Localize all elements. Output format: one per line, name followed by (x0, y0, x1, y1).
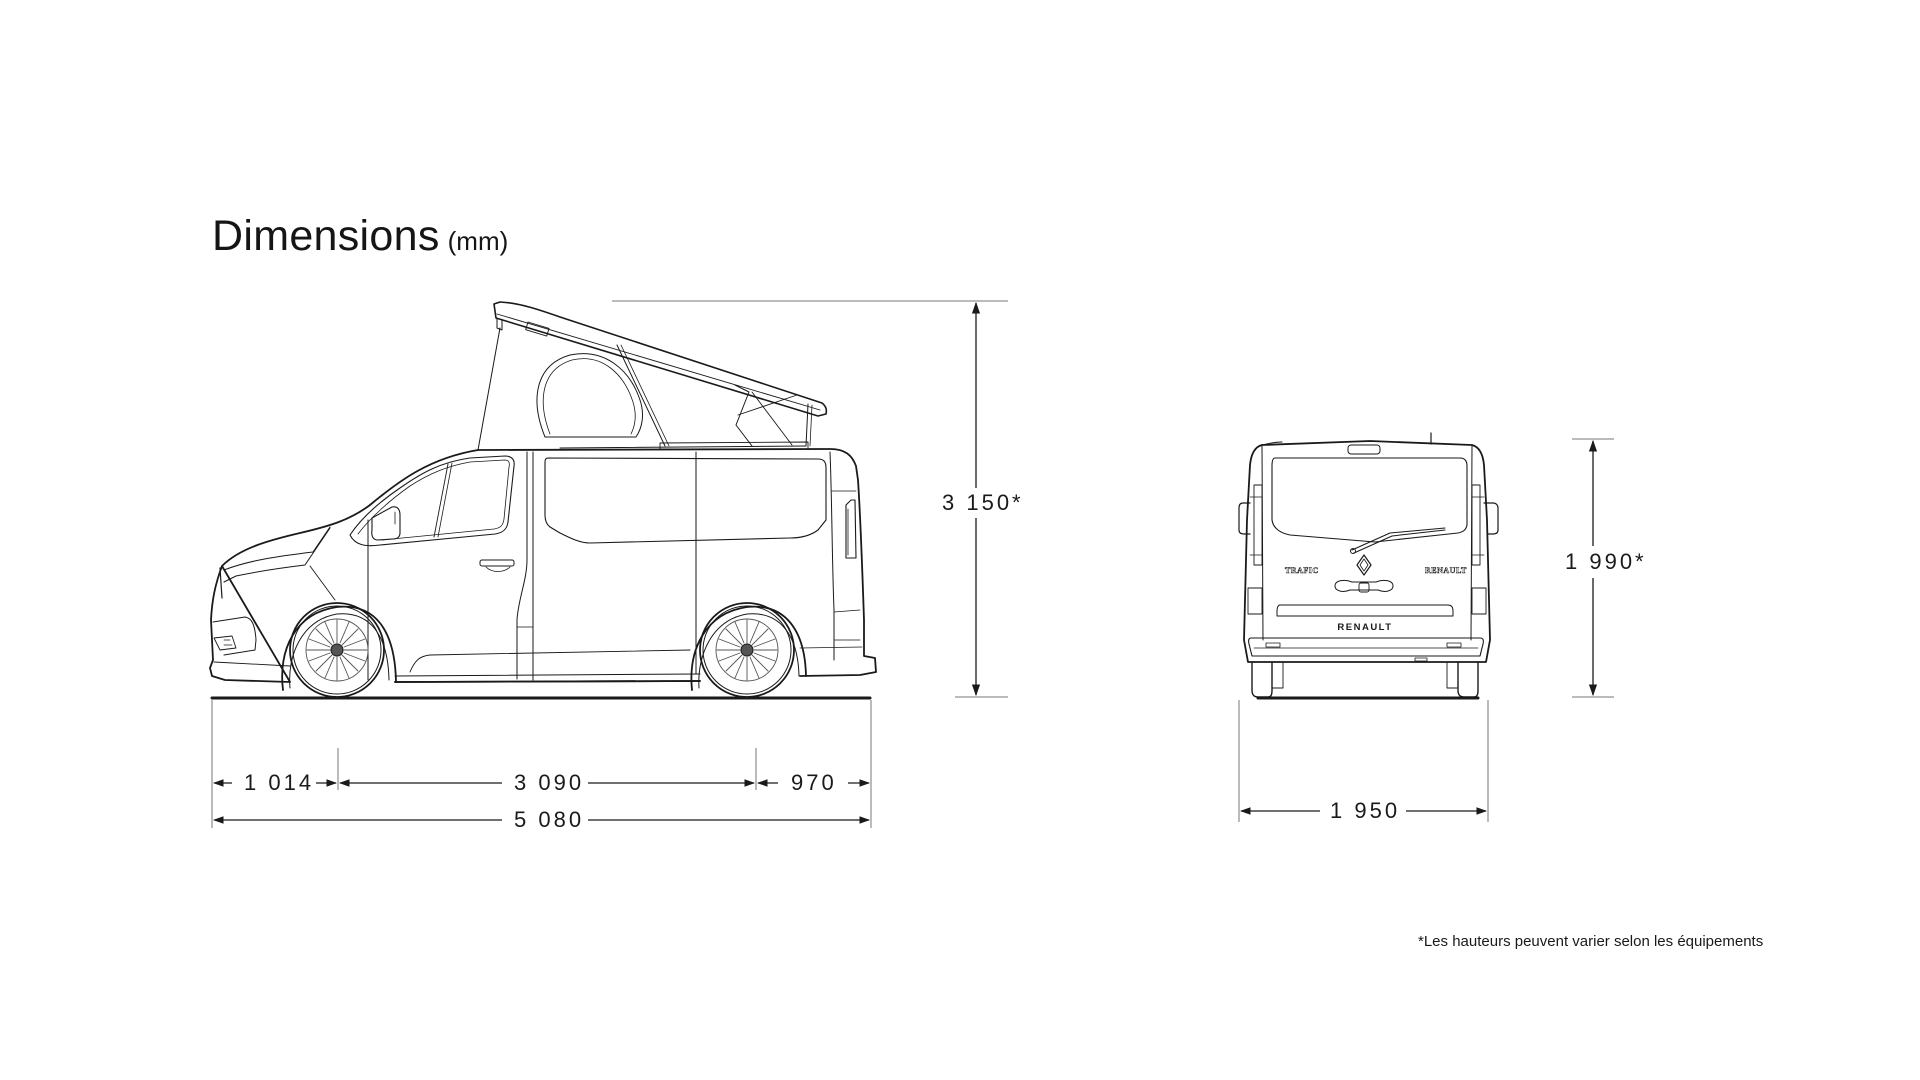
title-main: Dimensions (212, 212, 440, 260)
dim-overall-height-rear: 1 990* (1565, 549, 1647, 574)
dim-rear-overhang: 970 (791, 770, 837, 795)
rear-wheel (699, 602, 795, 698)
pop-up-roof (477, 301, 828, 451)
front-wheel (289, 602, 385, 698)
dim-front-overhang: 1 014 (244, 770, 315, 795)
dim-overall-length: 5 080 (514, 807, 585, 832)
dim-overall-width-rear: 1 950 (1330, 798, 1401, 823)
rear-view-van (1238, 432, 1499, 700)
side-view-van (209, 301, 877, 700)
page-title: Dimensions(mm) (212, 212, 508, 261)
dim-overall-height-side: 3 150* (942, 490, 1024, 515)
footnote: *Les hauteurs peuvent varier selon les é… (1418, 933, 1764, 950)
van-body-outline (209, 448, 877, 683)
badge-trafic: TRAFIC (1285, 566, 1319, 575)
badge-renault: RENAULT (1425, 566, 1467, 575)
rear-dimension-lines (1238, 438, 1614, 822)
title-unit: (mm) (447, 226, 509, 256)
side-dimension-lines (211, 300, 1008, 828)
bumper-renault-text: RENAULT (1337, 622, 1392, 633)
dim-wheelbase: 3 090 (514, 770, 585, 795)
